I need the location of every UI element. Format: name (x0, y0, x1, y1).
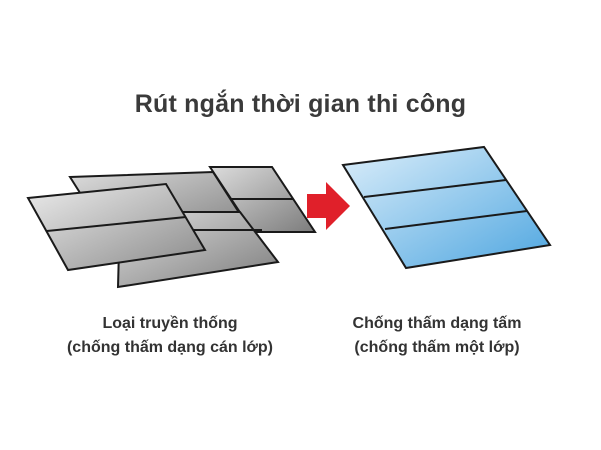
sheet-caption: Chống thấm dạng tấm (chống thấm một lớp) (307, 312, 567, 360)
traditional-caption: Loại truyền thống (chống thấm dạng cán l… (40, 312, 300, 360)
page-title: Rút ngắn thời gian thi công (134, 90, 467, 118)
gray-sheet-front (26, 182, 207, 272)
arrow-right-icon (307, 182, 350, 230)
single-sheet-illustration (341, 145, 552, 270)
sheet-caption-line2: (chống thấm một lớp) (354, 339, 520, 356)
layered-sheets-illustration (26, 166, 317, 289)
traditional-caption-line1: Loại truyền thống (102, 315, 238, 332)
sheet-caption-line1: Chống thấm dạng tấm (352, 315, 522, 332)
traditional-caption-line2: (chống thấm dạng cán lớp) (66, 339, 274, 356)
